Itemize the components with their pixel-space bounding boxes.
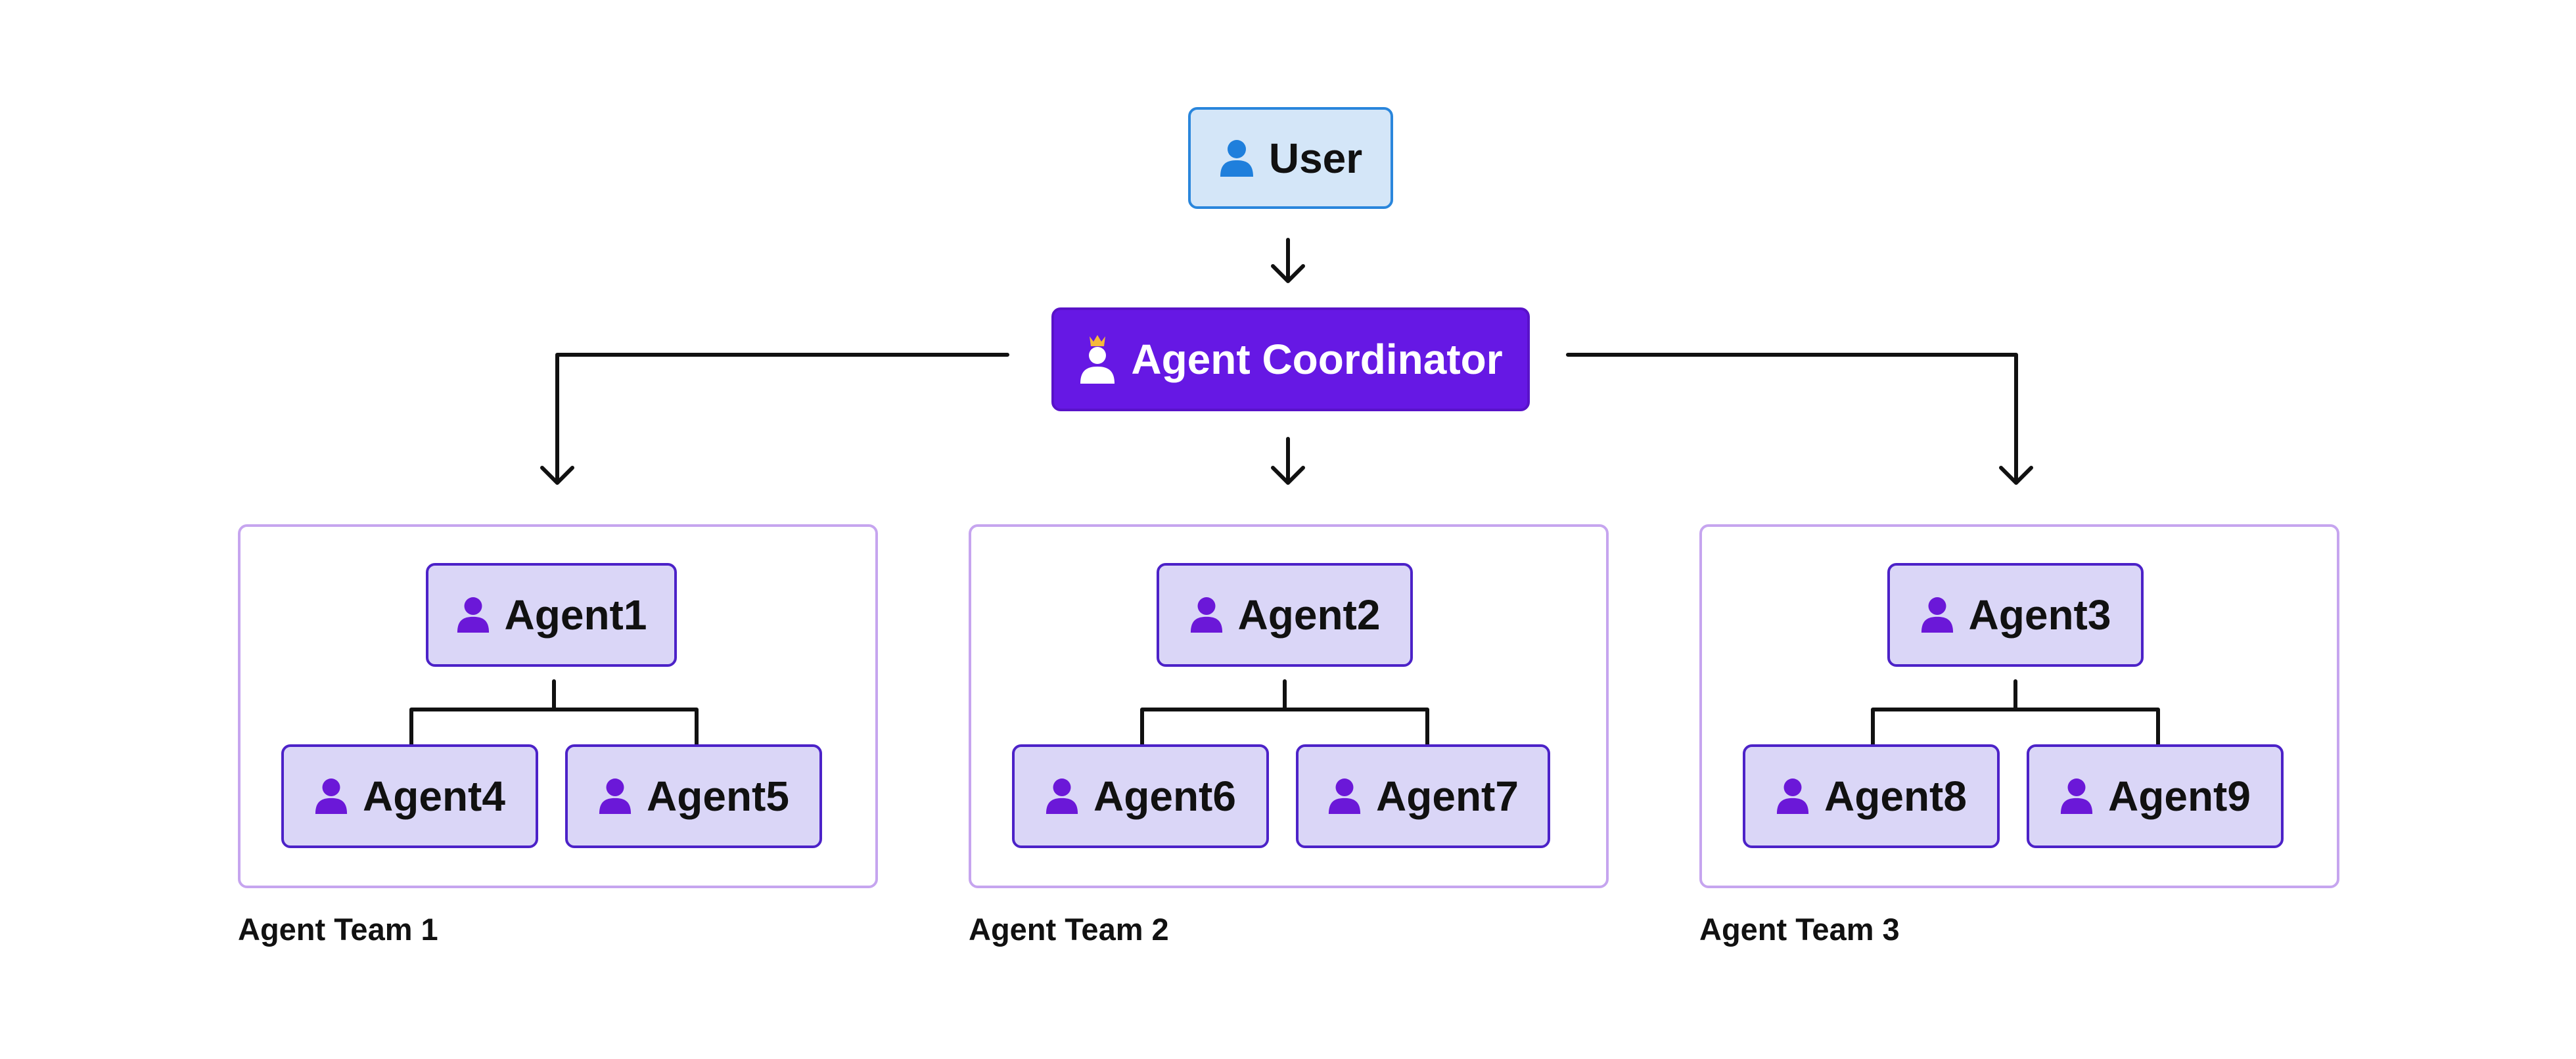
agent-team-2-label: Agent Team 2 xyxy=(969,912,1169,947)
person-icon xyxy=(1920,596,1954,634)
agent-label: Agent7 xyxy=(1376,773,1519,820)
agent-team-1-label: Agent Team 1 xyxy=(238,912,438,947)
coordinator-to-team2-arrow xyxy=(1271,437,1305,485)
agent-label: Agent1 xyxy=(504,591,647,639)
agent5-node[interactable]: Agent5 xyxy=(565,744,822,848)
person-icon xyxy=(1219,139,1254,178)
team3-tree-connector xyxy=(1871,679,2160,746)
team2-tree-connector xyxy=(1140,679,1429,746)
person-icon xyxy=(314,777,348,815)
agent-team-3-label: Agent Team 3 xyxy=(1699,912,1900,947)
person-icon xyxy=(2059,777,2094,815)
agent-team-1-box xyxy=(238,524,878,888)
person-icon xyxy=(1189,596,1224,634)
agent-label: Agent3 xyxy=(1968,591,2111,639)
agent-label: Agent5 xyxy=(647,773,789,820)
team1-tree-connector xyxy=(409,679,699,746)
user-node[interactable]: User xyxy=(1188,107,1393,209)
coordinator-to-team1-arrow xyxy=(540,353,1009,485)
agent-coordinator-node[interactable]: Agent Coordinator xyxy=(1051,307,1530,411)
person-icon xyxy=(1776,777,1810,815)
user-to-coordinator-arrow xyxy=(1271,238,1305,283)
person-icon xyxy=(456,596,490,634)
person-icon xyxy=(598,777,632,815)
agent-label: Agent4 xyxy=(363,773,505,820)
agent4-node[interactable]: Agent4 xyxy=(281,744,538,848)
agent3-node[interactable]: Agent3 xyxy=(1887,563,2144,667)
agent-label: Agent9 xyxy=(2108,773,2251,820)
agent-team-2-box xyxy=(969,524,1609,888)
agent-label: Agent6 xyxy=(1093,773,1236,820)
coordinator-label: Agent Coordinator xyxy=(1131,336,1503,383)
user-label: User xyxy=(1268,134,1363,182)
agent7-node[interactable]: Agent7 xyxy=(1296,744,1550,848)
agent1-node[interactable]: Agent1 xyxy=(426,563,677,667)
agent-label: Agent2 xyxy=(1237,591,1381,639)
crowned-person-icon xyxy=(1078,334,1116,385)
person-icon xyxy=(1327,777,1362,815)
agent-label: Agent8 xyxy=(1824,773,1967,820)
agent8-node[interactable]: Agent8 xyxy=(1743,744,2000,848)
coordinator-to-team3-arrow xyxy=(1566,353,2033,485)
agent9-node[interactable]: Agent9 xyxy=(2027,744,2284,848)
agent6-node[interactable]: Agent6 xyxy=(1012,744,1269,848)
agent-team-3-box xyxy=(1699,524,2339,888)
person-icon xyxy=(1045,777,1079,815)
agent2-node[interactable]: Agent2 xyxy=(1157,563,1413,667)
